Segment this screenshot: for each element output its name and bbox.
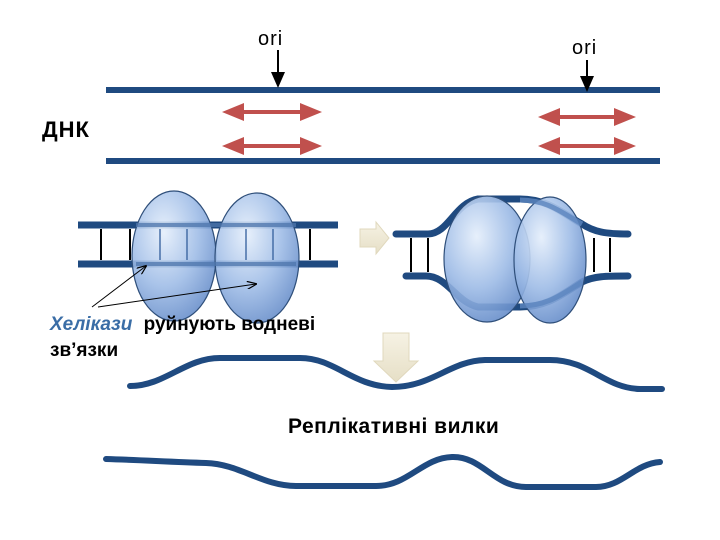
helicase-binding-stage <box>78 190 338 324</box>
dna-inside-helicase <box>136 223 296 266</box>
dna-label: ДНК <box>42 117 90 142</box>
ori-marker-right <box>580 60 594 92</box>
down-arrow-icon <box>580 76 594 92</box>
helicase-action-text: руйнують водневі <box>143 314 316 335</box>
replication-direction-arrows <box>222 103 636 155</box>
down-arrow-icon <box>271 72 285 88</box>
block-arrow-icon <box>372 332 420 383</box>
block-arrow-icon <box>359 220 390 256</box>
step-arrow-right <box>359 220 390 256</box>
double-headed-arrow-icon <box>538 108 636 126</box>
dna-double-strand <box>106 87 660 164</box>
ori-label-right: ori <box>572 37 598 59</box>
double-headed-arrow-icon <box>222 137 322 155</box>
helicase-term: Хелікази <box>50 314 133 335</box>
hydrogen-bonds <box>100 229 311 260</box>
replication-forks-label: Реплікативні вилки <box>288 415 500 438</box>
ori-marker-left <box>271 50 285 88</box>
double-headed-arrow-icon <box>538 137 636 155</box>
ori-label-left: ori <box>258 28 284 50</box>
separated-strand-bottom <box>103 453 663 490</box>
helicase-action-text-line2: зв’язки <box>50 340 119 361</box>
helicase-protein <box>131 190 217 322</box>
step-arrow-down <box>372 332 420 383</box>
double-headed-arrow-icon <box>222 103 322 121</box>
helicase-protein <box>214 192 300 324</box>
replication-fork-strands <box>103 355 665 490</box>
caption-pointers <box>91 266 256 308</box>
hydrogen-bonds <box>410 238 611 272</box>
helicase-unwinding-stage <box>392 195 632 324</box>
helicase-caption: Хелікази руйнують водневі зв’язки <box>50 312 315 364</box>
separated-strand-top <box>127 355 665 392</box>
